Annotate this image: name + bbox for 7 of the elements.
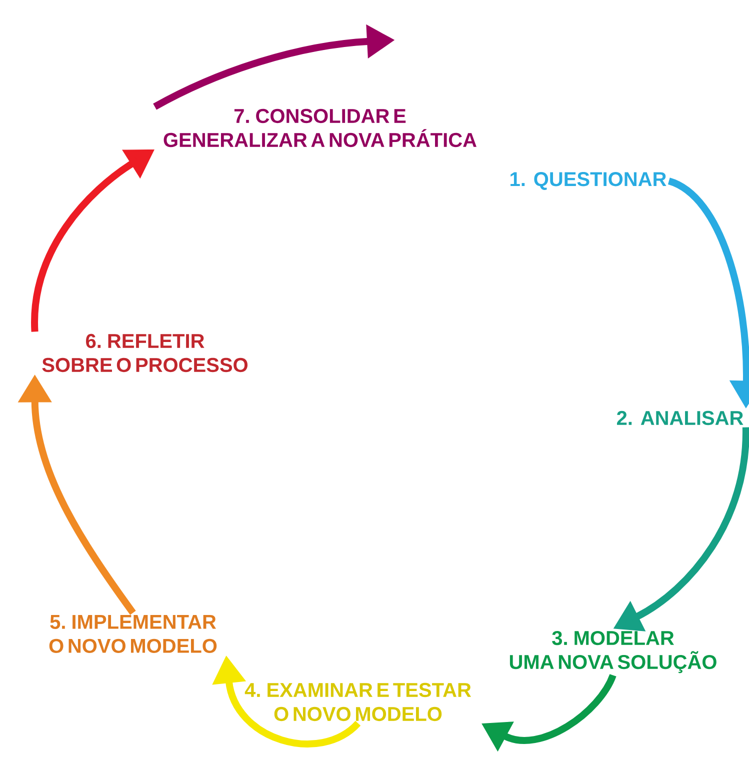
step-label: 2. ANALISAR [617, 410, 744, 426]
step-label: 4. EXAMINAR E TESTAR O NOVO MODELO [244, 682, 472, 722]
step-label: 5. IMPLEMENTAR O NOVO MODELO [49, 615, 217, 653]
step-label: 6. REFLETIR SOBRE O PROCESSO [42, 334, 248, 372]
step-label: 3. MODELAR UMA NOVA SOLUÇÃO [510, 630, 716, 674]
step-label: 1. QUESTIONAR [510, 172, 666, 190]
step-label: 7. CONSOLIDAR E GENERALIZAR A NOVA PRÁTICA [164, 108, 476, 148]
